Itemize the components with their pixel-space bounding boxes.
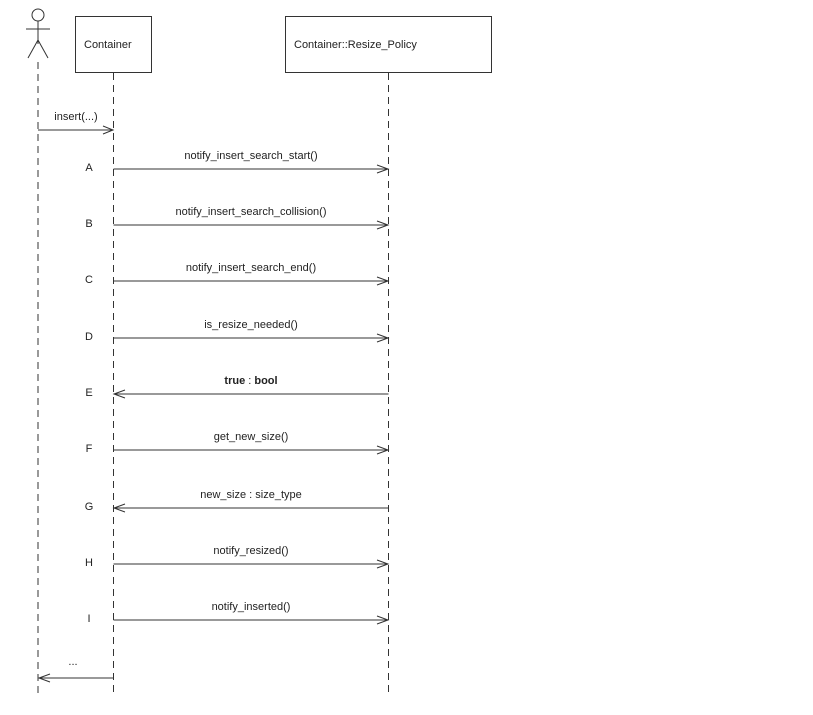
message-arrow-return (37, 673, 114, 683)
message-arrow-e (112, 389, 389, 399)
message-id-e: E (85, 387, 93, 399)
object-label-container: Container (84, 38, 132, 51)
message-label-i: notify_inserted() (211, 601, 291, 613)
message-label-e-bool: bool (254, 375, 278, 387)
message-label-return: ... (68, 656, 78, 668)
message-id-a: A (85, 162, 93, 174)
message-arrow-g (112, 503, 389, 513)
message-label-a: notify_insert_search_start() (184, 150, 318, 162)
message-label-e-separator: : (245, 375, 255, 387)
message-label-b: notify_insert_search_collision() (175, 206, 327, 218)
message-arrow-f (113, 445, 390, 455)
message-label-g: new_size : size_type (200, 489, 302, 501)
message-label-e-true: true (224, 375, 246, 387)
message-id-f: F (85, 443, 93, 455)
message-arrow-a (113, 164, 390, 174)
message-arrow-h (113, 559, 390, 569)
message-label-d: is_resize_needed() (204, 319, 298, 331)
message-id-d: D (85, 331, 93, 343)
object-label-resize-policy: Container::Resize_Policy (294, 38, 417, 51)
actor-icon (26, 8, 50, 59)
message-label-h: notify_resized() (213, 545, 289, 557)
message-id-h: H (85, 557, 93, 569)
message-arrow-d (113, 333, 390, 343)
message-arrow-i (113, 615, 390, 625)
message-arrow-b (113, 220, 390, 230)
message-id-g: G (84, 501, 94, 513)
object-box-resize-policy: Container::Resize_Policy (285, 16, 492, 73)
message-id-c: C (85, 274, 93, 286)
message-label-e: true : bool (224, 375, 277, 388)
message-label-c: notify_insert_search_end() (185, 262, 317, 274)
message-id-i: I (87, 613, 91, 625)
message-arrow-c (113, 276, 390, 286)
message-label-f: get_new_size() (213, 431, 289, 443)
message-id-b: B (85, 218, 93, 230)
object-box-container: Container (75, 16, 152, 73)
message-arrow-insert (38, 125, 115, 135)
message-label-insert: insert(...) (54, 111, 98, 123)
